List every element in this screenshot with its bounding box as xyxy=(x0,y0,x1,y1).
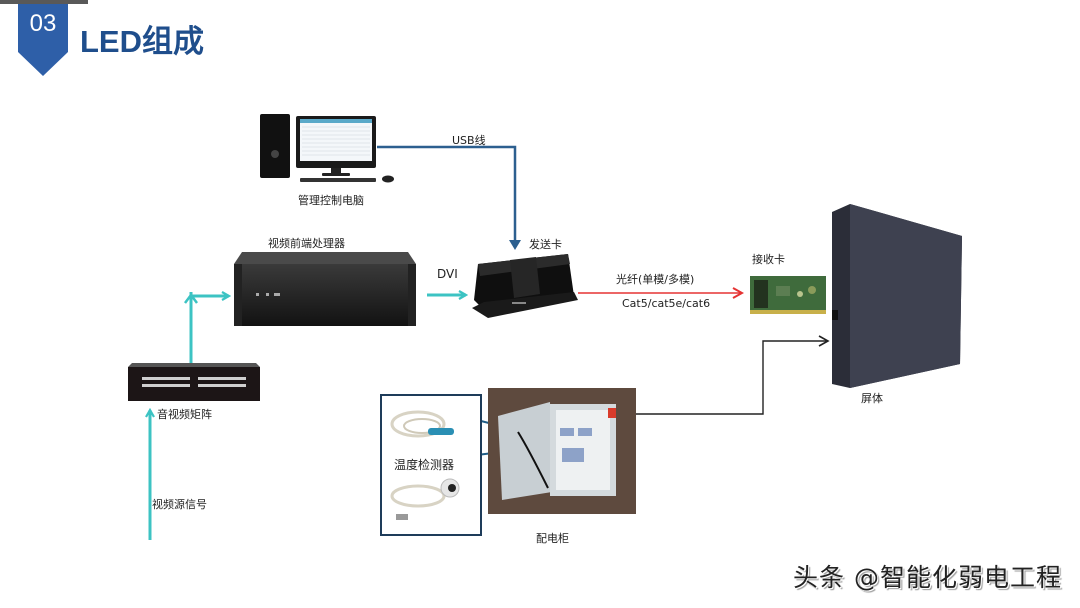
av-matrix-icon xyxy=(128,363,260,401)
desktop-computer-icon xyxy=(260,114,394,183)
usb-link xyxy=(377,145,517,247)
receiver-label: 接收卡 xyxy=(752,253,785,266)
header-top-rule xyxy=(0,0,88,4)
fiber-label: 光纤(单模/多模) xyxy=(616,273,695,286)
watermark: 头条 @智能化弱电工程 xyxy=(793,563,1062,592)
screen-label: 屏体 xyxy=(861,392,883,405)
sender-box-icon xyxy=(472,254,578,318)
usb-arrowhead xyxy=(509,240,521,250)
power-link xyxy=(635,335,830,415)
matrix-to-processor-link xyxy=(189,296,229,365)
page-title: LED组成 xyxy=(80,24,204,59)
source-label: 视频源信号 xyxy=(152,498,207,511)
usb-label: USB线 xyxy=(452,134,486,147)
section-number: 03 xyxy=(29,10,57,37)
receiver-card-icon xyxy=(750,276,826,314)
temperature-sensor-icon xyxy=(390,410,460,520)
sensor-label: 温度检测器 xyxy=(394,456,455,473)
processor-label: 视频前端处理器 xyxy=(268,237,345,250)
rack-processor-icon xyxy=(234,252,416,326)
cabinet-label: 配电柜 xyxy=(536,532,569,545)
sender-label: 发送卡 xyxy=(529,238,562,251)
led-cabinet-icon xyxy=(832,204,962,388)
power-cabinet-icon xyxy=(488,388,636,514)
section-badge xyxy=(18,4,68,76)
dvi-label: DVI xyxy=(437,267,458,281)
matrix-label: 音视频矩阵 xyxy=(157,408,212,421)
pc-label: 管理控制电脑 xyxy=(298,194,364,207)
cat-label: Cat5/cat5e/cat6 xyxy=(622,297,711,310)
